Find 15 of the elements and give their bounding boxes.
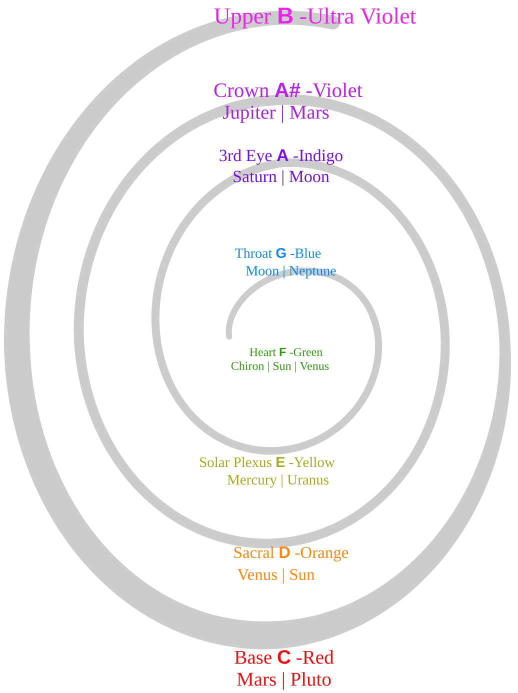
planet-label: Mars | Pluto	[237, 672, 331, 690]
planet-label: Venus | Sun	[237, 568, 315, 584]
planet-label: Moon | Neptune	[246, 266, 336, 278]
chakra-label: Solar Plexus E -Yellow	[200, 456, 335, 468]
chakra-label: 3rd Eye A -Indigo	[220, 149, 342, 165]
planet-label: Jupiter | Mars	[223, 105, 329, 123]
chakra-label: Throat G -Blue	[235, 248, 321, 258]
chakra-label: Crown A# -Violet	[214, 82, 362, 98]
planet-label: Chiron | Sun | Venus	[231, 362, 329, 372]
planet-label: Mercury | Uranus	[227, 474, 328, 488]
chakra-label: Base C -Red	[234, 650, 334, 664]
chakra-label: Heart F -Green	[250, 348, 322, 356]
chakra-label: Upper B -Ultra Violet	[214, 8, 416, 28]
chakra-label: Sacral D -Orange	[234, 546, 348, 562]
planet-label: Saturn | Moon	[234, 170, 330, 186]
